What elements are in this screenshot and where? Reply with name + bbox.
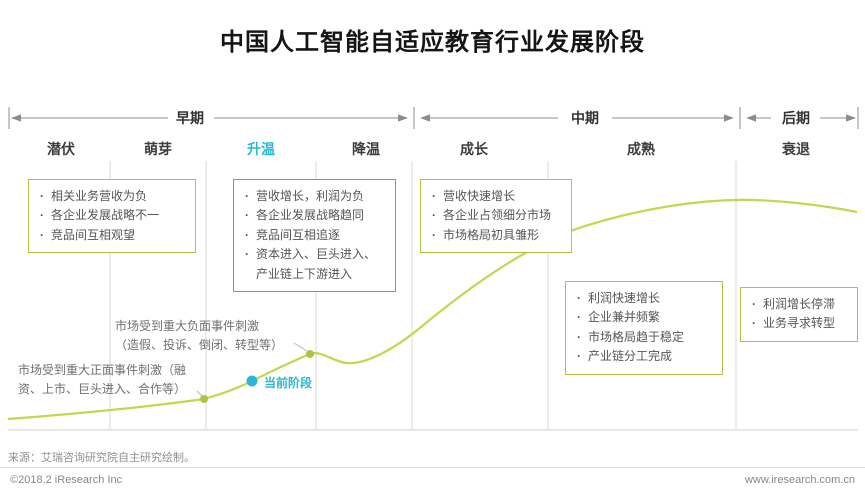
positive-event-dot <box>200 395 208 403</box>
annotation-line: （造假、投诉、倒闭、转型等） <box>115 337 284 352</box>
box-item: 企业兼并频繁 <box>575 308 713 327</box>
footer-copyright: ©2018.2 iResearch Inc <box>10 474 123 486</box>
info-box-heating: 营收增长，利润为负 各企业发展战略趋同 竞品间互相追逐 资本进入、巨头进入、产业… <box>233 179 396 293</box>
phase-label-mid: 中期 <box>567 108 603 128</box>
box-item: 各企业占领细分市场 <box>430 206 562 225</box>
info-box-maturity: 利润快速增长 企业兼并频繁 市场格局趋于稳定 产业链分工完成 <box>565 281 723 375</box>
box-item: 利润增长停滞 <box>750 295 848 314</box>
stage-label-heating: 升温 <box>243 139 279 159</box>
phase-label-early: 早期 <box>172 108 208 128</box>
box-item: 产业链分工完成 <box>575 347 713 366</box>
info-box-growth: 营收快速增长 各企业占领细分市场 市场格局初具雏形 <box>420 179 572 254</box>
annotation-line: 市场受到重大负面事件刺激 <box>115 319 260 333</box>
stage-label-maturity: 成熟 <box>623 139 659 159</box>
box-item: 各企业发展战略趋同 <box>243 206 386 225</box>
current-stage-label: 当前阶段 <box>264 376 313 390</box>
stage-label-decline: 衰退 <box>778 139 814 159</box>
page-title: 中国人工智能自适应教育行业发展阶段 <box>220 29 645 56</box>
info-box-decline: 利润增长停滞 业务寻求转型 <box>740 287 858 342</box>
negative-event-dot <box>306 350 314 358</box>
stage-label-sprout: 萌芽 <box>140 139 176 159</box>
info-box-latent: 相关业务营收为负 各企业发展战略不一 竞品间互相观望 <box>28 179 196 254</box>
annotation-line: 资、上市、巨头进入、合作等） <box>18 381 187 396</box>
box-item: 营收增长，利润为负 <box>243 187 386 206</box>
box-item: 市场格局初具雏形 <box>430 226 562 245</box>
box-item: 竞品间互相追逐 <box>243 226 386 245</box>
annotation-positive-event: 市场受到重大正面事件刺激（融 资、上市、巨头进入、合作等） <box>18 361 186 398</box>
stage-label-latent: 潜伏 <box>43 139 79 159</box>
box-item: 资本进入、巨头进入、产业链上下游进入 <box>243 245 386 284</box>
phase-boundary-ticks <box>8 107 859 129</box>
box-item: 业务寻求转型 <box>750 314 848 333</box>
box-item: 各企业发展战略不一 <box>38 206 186 225</box>
box-item: 竞品间互相观望 <box>38 226 186 245</box>
stage-label-cooling: 降温 <box>348 139 384 159</box>
box-item: 利润快速增长 <box>575 289 713 308</box>
box-item: 相关业务营收为负 <box>38 187 186 206</box>
phase-label-late: 后期 <box>778 108 814 128</box>
annotation-line: 市场受到重大正面事件刺激（融 <box>18 363 187 377</box>
stage-label-growth: 成长 <box>456 139 492 159</box>
box-item: 市场格局趋于稳定 <box>575 328 713 347</box>
footer-bar: ©2018.2 iResearch Inc www.iresearch.com.… <box>0 467 865 492</box>
annotation-negative-event: 市场受到重大负面事件刺激 （造假、投诉、倒闭、转型等） <box>115 317 283 354</box>
source-note: 来源：艾瑞咨询研究院自主研究绘制。 <box>8 452 195 464</box>
current-stage-dot <box>246 375 258 387</box>
phase-arrows <box>11 114 856 122</box>
box-item: 营收快速增长 <box>430 187 562 206</box>
footer-website: www.iresearch.com.cn <box>744 474 855 486</box>
